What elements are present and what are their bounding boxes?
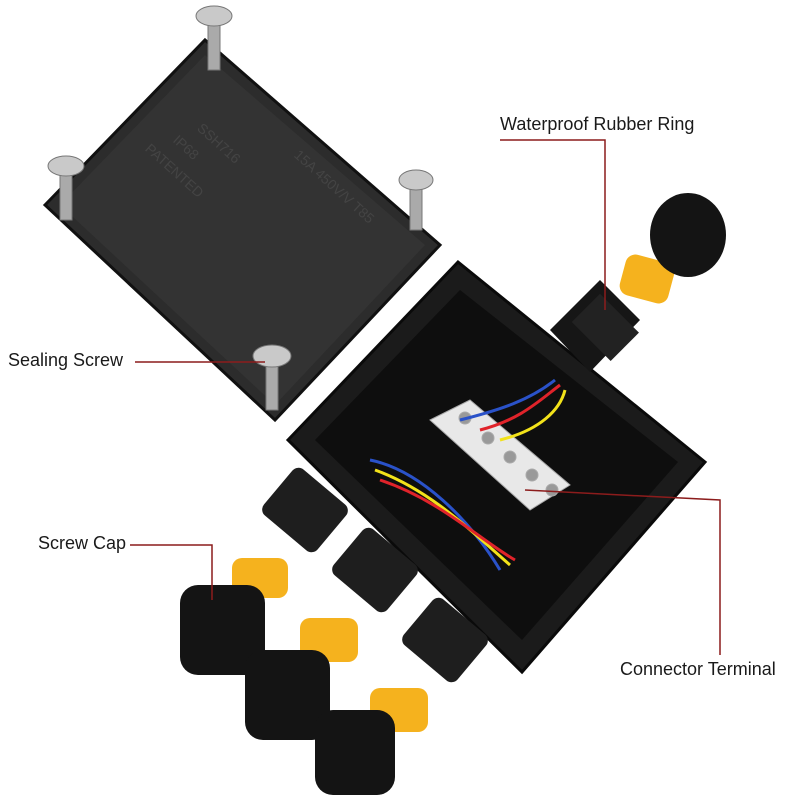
leader-screw-cap bbox=[130, 544, 213, 600]
screw-icon bbox=[195, 5, 233, 71]
lower-cable-glands bbox=[262, 467, 488, 683]
leader-lines bbox=[130, 139, 721, 655]
label-connector-terminal: Connector Terminal bbox=[620, 659, 776, 679]
sealing-screws bbox=[47, 5, 434, 411]
wires bbox=[369, 378, 567, 571]
leader-rubber-ring bbox=[500, 139, 606, 310]
label-waterproof-rubber-ring: Waterproof Rubber Ring bbox=[500, 114, 695, 134]
connector-terminal bbox=[429, 399, 571, 511]
screw-icon bbox=[398, 169, 434, 231]
cable-gland bbox=[550, 280, 640, 372]
label-sealing-screw: Sealing Screw bbox=[8, 350, 124, 370]
label-screw-cap: Screw Cap bbox=[38, 533, 127, 553]
lid: SSH716 IP68 PATENTED 15A 450V/V T85 bbox=[42, 37, 443, 423]
junction-box bbox=[262, 259, 708, 683]
screw-caps bbox=[180, 193, 726, 795]
leader-connector-terminal bbox=[524, 489, 721, 655]
screw-icon bbox=[47, 155, 85, 221]
